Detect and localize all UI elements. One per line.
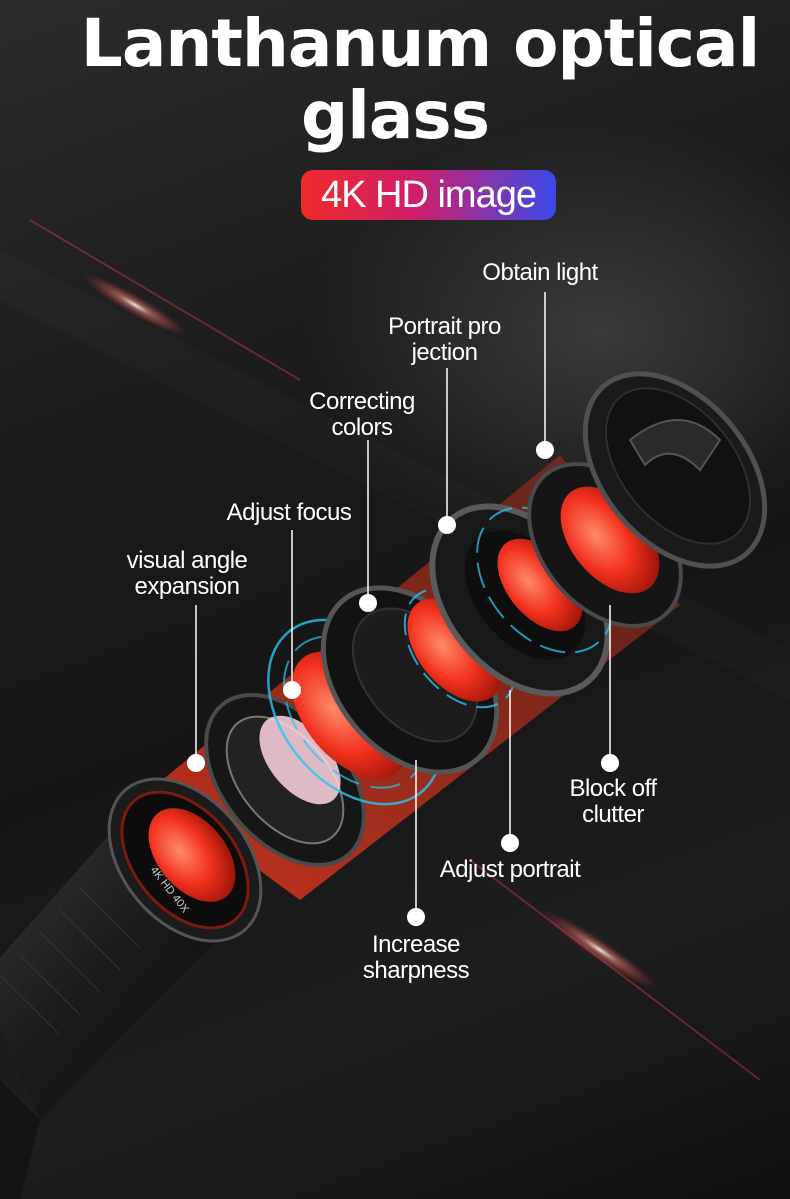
label-correcting-colors: Correcting colors — [309, 388, 415, 441]
dot-adjust-focus — [283, 681, 301, 699]
dot-portrait-projection — [438, 516, 456, 534]
label-portrait-projection: Portrait pro jection — [388, 313, 501, 366]
dot-obtain-light — [536, 441, 554, 459]
label-adjust-portrait: Adjust portrait — [439, 856, 581, 883]
resolution-badge: 4K HD image — [301, 170, 556, 220]
title-line-2: glass — [301, 77, 490, 154]
light-streaks — [29, 219, 761, 1081]
dot-correcting-colors — [359, 594, 377, 612]
label-block-off: Block off clutter — [569, 775, 657, 828]
dot-increase-sharpness — [407, 908, 425, 926]
label-adjust-focus: Adjust focus — [226, 499, 352, 526]
lens-tube — [0, 777, 263, 1199]
label-visual-angle: visual angle expansion — [126, 547, 248, 600]
dot-adjust-portrait — [501, 834, 519, 852]
label-increase-sharpness: Increase sharpness — [362, 931, 470, 984]
lens-cap — [582, 371, 768, 569]
callout-dots — [187, 441, 619, 926]
callout-lines — [195, 292, 611, 917]
dot-visual-angle — [187, 754, 205, 772]
title-line-1: Lanthanum optical — [80, 5, 760, 82]
page-title: Lanthanum optical glass — [0, 8, 790, 152]
dot-block-off — [601, 754, 619, 772]
label-obtain-light: Obtain light — [482, 259, 598, 286]
